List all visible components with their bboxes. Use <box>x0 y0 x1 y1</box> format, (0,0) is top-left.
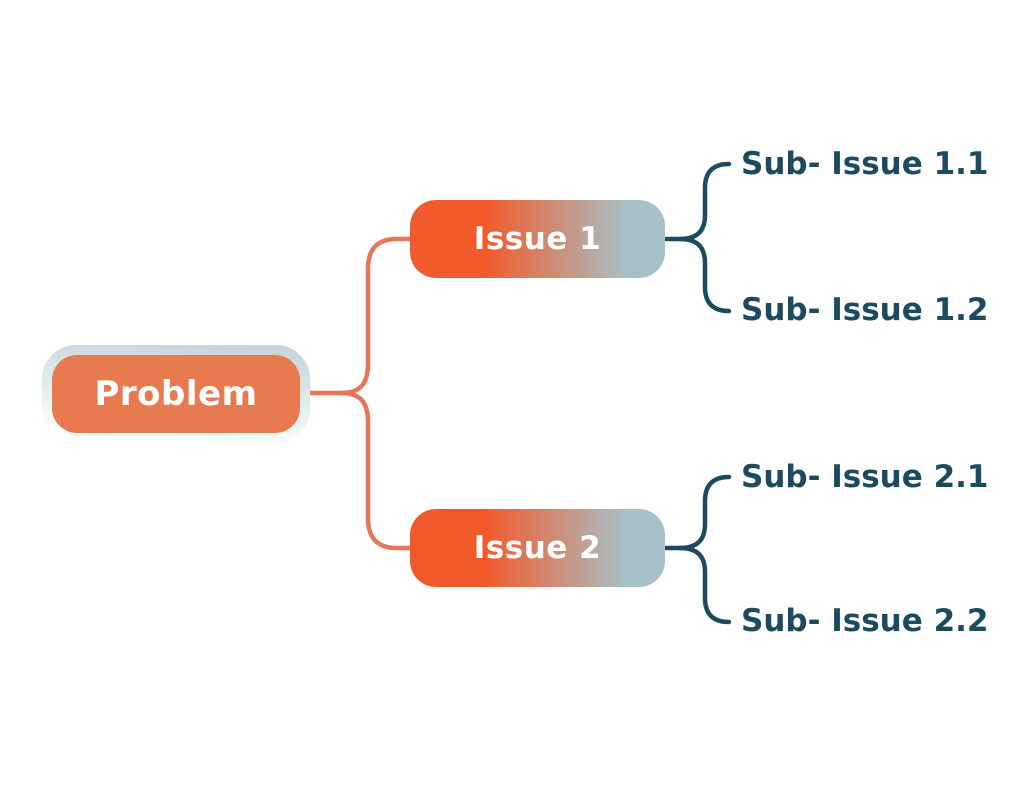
issue-1-label: Issue 1 <box>473 221 602 257</box>
problem-node: Problem <box>42 345 310 443</box>
problem-node-label: Problem <box>94 374 258 414</box>
sub-issue-2-2-label: Sub- Issue 2.2 <box>741 603 989 639</box>
sub-issue-1-2-label: Sub- Issue 1.2 <box>741 292 989 328</box>
problem-node-fill: Problem <box>52 355 300 433</box>
issue-2-label: Issue 2 <box>473 530 602 566</box>
issue2-to-subissues-connector <box>663 474 732 625</box>
issue-2-node: Issue 2 <box>410 509 665 587</box>
issue-1-node: Issue 1 <box>410 200 665 278</box>
root-to-issues-connector <box>308 236 414 551</box>
issue1-to-subissues-connector <box>663 161 732 314</box>
sub-issue-2-1-label: Sub- Issue 2.1 <box>741 459 989 495</box>
sub-issue-1-1-label: Sub- Issue 1.1 <box>741 146 989 182</box>
